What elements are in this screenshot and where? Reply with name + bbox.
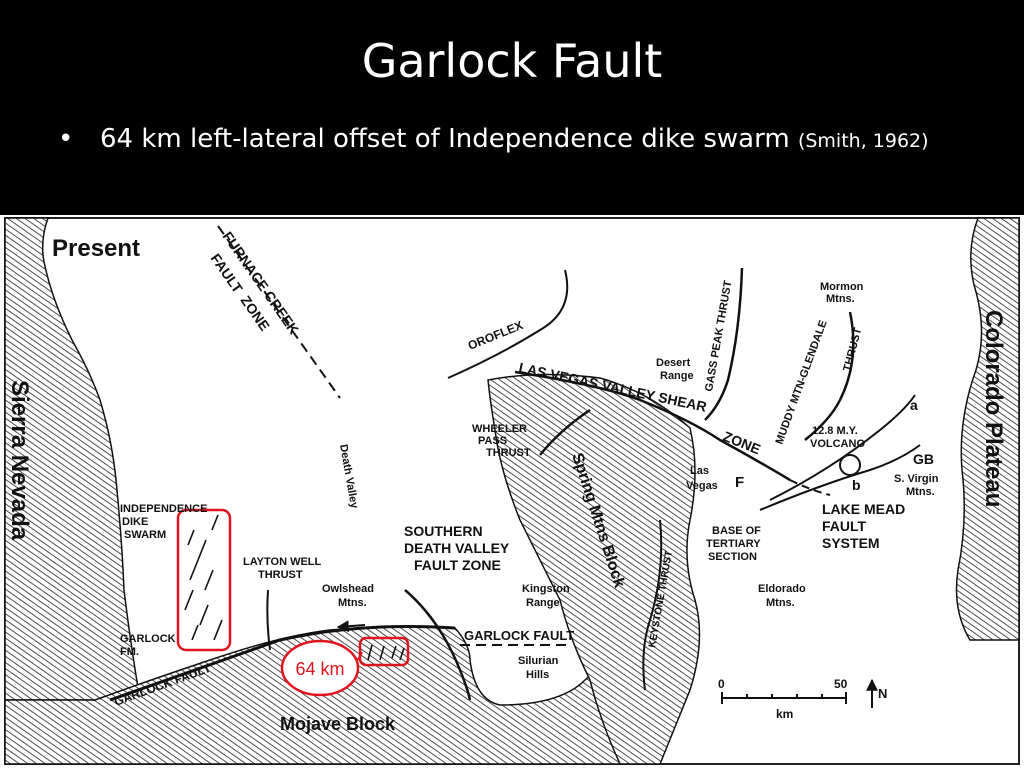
label-sierra-nevada: Sierra Nevada	[6, 380, 33, 541]
label-mormon-2: Mtns.	[826, 293, 855, 305]
mojave-block-region	[4, 625, 661, 765]
bullet-main-text: 64 km left-lateral offset of Independenc…	[100, 124, 790, 154]
label-silurian-1: Silurian	[518, 655, 559, 667]
label-eldorado-2: Mtns.	[766, 597, 795, 609]
label-silurian-2: Hills	[526, 669, 549, 681]
garlock-offset-arrow	[336, 620, 366, 633]
label-wheeler-3: THRUST	[486, 447, 531, 459]
offset-callout-link	[357, 651, 363, 661]
colorado-plateau-region	[955, 217, 1020, 641]
label-eldorado-1: Eldorado	[758, 583, 806, 595]
offset-dike-highlight	[358, 636, 410, 667]
label-s-virgin-2: Mtns.	[906, 486, 935, 498]
label-present: Present	[52, 235, 140, 262]
label-base-tertiary-3: SECTION	[708, 551, 757, 563]
north-label: N	[878, 686, 887, 701]
label-las-vegas-2: Vegas	[686, 480, 718, 492]
citation: (Smith, 1962)	[797, 130, 929, 152]
label-garlock-fm-1: GARLOCK	[120, 633, 176, 645]
offset-callout-ellipse	[280, 639, 360, 697]
label-las-vegas-1: Las	[690, 465, 709, 477]
label-wheeler-2: PASS	[478, 435, 507, 447]
label-garlock-fm-2: FM.	[120, 646, 139, 658]
label-volcano-2: VOLCANO	[810, 438, 865, 450]
volcano-symbol	[839, 454, 861, 476]
scale-unit: km	[776, 707, 793, 721]
label-base-tertiary-2: TERTIARY	[706, 538, 761, 550]
label-sdv-3: FAULT ZONE	[414, 557, 501, 573]
label-desert-range-2: Range	[660, 370, 694, 382]
layton-well-thrust-line	[266, 589, 271, 651]
dike-swarm-west	[184, 514, 223, 641]
dike-swarm-east	[367, 644, 405, 661]
lake-mead-fault-1	[769, 394, 916, 501]
oroflex-line	[447, 269, 569, 379]
scale-bar	[721, 692, 847, 704]
label-owlshead-1: Owlshead	[322, 583, 374, 595]
keystone-thrust	[642, 519, 663, 691]
spring-mtns-block-region	[487, 373, 701, 765]
label-garlock-east: GARLOCK FAULT	[464, 628, 574, 643]
furnace-creek-fault	[217, 225, 341, 399]
label-owlshead-2: Mtns.	[338, 597, 367, 609]
lvvsz-dashed	[789, 479, 831, 496]
lvvsz-fault	[514, 370, 791, 482]
label-desert-range-1: Desert	[656, 357, 691, 369]
label-wheeler-1: WHEELER	[472, 423, 527, 435]
label-sdv-2: DEATH VALLEY	[404, 540, 510, 556]
sdv-fault-line	[404, 589, 472, 701]
label-colorado-plateau: Colorado Plateau	[980, 310, 1007, 507]
sierra-nevada-region	[4, 217, 141, 701]
geologic-map: 64 km Present Sierra Nevada Colorado Pla…	[0, 215, 1024, 768]
slide-title: Garlock Fault	[361, 34, 663, 88]
label-lake-mead-3: SYSTEM	[822, 535, 880, 551]
label-base-tertiary-1: BASE OF	[712, 525, 761, 537]
label-independence-1: INDEPENDENCE	[120, 503, 207, 515]
label-lake-mead-2: FAULT	[822, 518, 867, 534]
label-layton-2: THRUST	[258, 569, 303, 581]
label-a-marker: a	[910, 397, 918, 413]
label-layton-1: LAYTON WELL	[243, 556, 322, 568]
garlock-fault-line	[109, 625, 456, 702]
bullet-marker: •	[58, 124, 74, 154]
label-independence-3: SWARM	[124, 529, 166, 541]
gass-peak-thrust	[704, 267, 744, 421]
label-s-virgin-1: S. Virgin	[894, 473, 939, 485]
label-b-marker: b	[852, 477, 861, 493]
label-kingston-1: Kingston	[522, 583, 570, 595]
lake-mead-fault-2	[759, 444, 921, 511]
label-gb-marker: GB	[913, 451, 934, 467]
wheeler-pass-thrust	[539, 408, 591, 456]
label-volcano-1: 12.8 M.Y.	[812, 425, 858, 437]
label-mojave-block: Mojave Block	[280, 714, 396, 734]
label-mormon-1: Mormon	[820, 281, 864, 293]
offset-callout-text: 64 km	[295, 659, 344, 679]
independence-dike-highlight	[176, 508, 232, 652]
label-independence-2: DIKE	[122, 516, 148, 528]
label-lake-mead-1: LAKE MEAD	[822, 501, 905, 517]
label-f-marker: F	[735, 474, 744, 491]
label-sdv-1: SOUTHERN	[404, 523, 483, 539]
label-kingston-2: Range	[526, 597, 560, 609]
muddy-mtn-thrust	[804, 311, 855, 441]
scale-fifty: 50	[834, 677, 848, 691]
bullet-text: 64 km left-lateral offset of Independenc…	[100, 122, 960, 158]
scale-zero: 0	[718, 677, 725, 691]
